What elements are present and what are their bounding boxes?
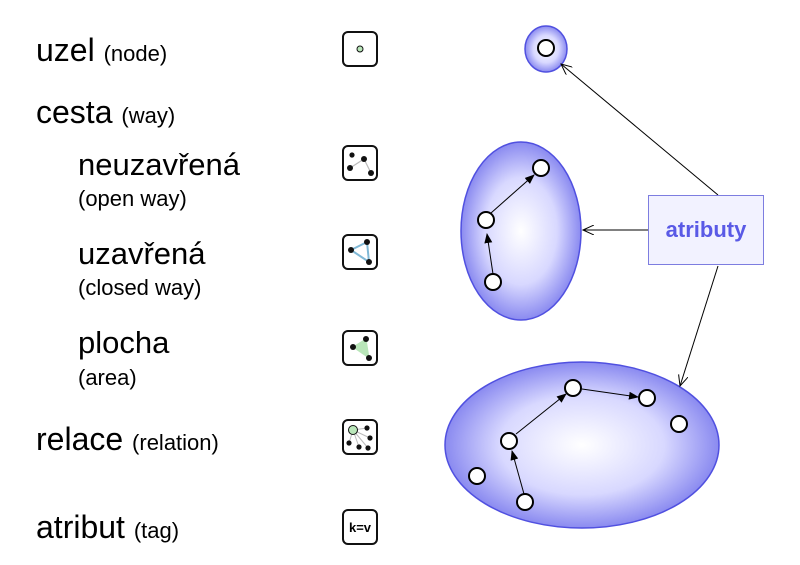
way-node — [477, 211, 495, 229]
legend-tag-term: atribut — [36, 509, 125, 545]
open-way-icon — [342, 145, 378, 181]
relation-member-node — [638, 389, 656, 407]
legend-tag-gloss: (tag) — [133, 518, 180, 543]
attributes-box: atributy — [648, 195, 764, 265]
legend-area-gloss: (area) — [78, 365, 137, 390]
way-segment — [484, 233, 494, 275]
way-ellipse — [460, 141, 582, 321]
way-group — [460, 141, 582, 321]
way-segment — [490, 174, 535, 214]
legend-closed-way-gloss: (closed way) — [78, 275, 202, 300]
legend-open-way-term: neuzavřená — [78, 147, 241, 182]
relation-group — [444, 361, 720, 529]
tag-icon-text: k=v — [348, 519, 372, 535]
relation-segment — [515, 393, 567, 435]
legend-way-term: cesta — [36, 94, 113, 130]
relation-member-node — [516, 493, 534, 511]
relation-member-node — [500, 432, 518, 450]
relation-icon — [342, 419, 378, 455]
legend-node: uzel (node) — [36, 34, 167, 66]
attribute-arrow-node — [561, 64, 719, 196]
relation-member-node — [670, 415, 688, 433]
relation-segment — [510, 450, 525, 495]
legend-relation: relace (relation) — [36, 423, 219, 455]
relation-member-node — [468, 467, 486, 485]
legend-area-term: plocha — [78, 325, 170, 360]
legend-node-gloss: (node) — [103, 41, 168, 66]
legend-open-way-gloss: (open way) — [78, 186, 187, 211]
legend-way: cesta (way) — [36, 96, 175, 128]
legend-closed-way-term: uzavřená — [78, 236, 206, 271]
closed-way-icon — [342, 234, 378, 270]
node-point — [537, 39, 555, 57]
relation-member-node — [564, 379, 582, 397]
attribute-arrow-relation — [680, 265, 719, 386]
relation-ellipse — [444, 361, 720, 529]
legend-relation-term: relace — [36, 421, 124, 457]
legend-tag: atribut (tag) — [36, 511, 179, 543]
node-icon — [342, 31, 378, 67]
legend-relation-gloss: (relation) — [132, 430, 219, 455]
attributes-label: atributy — [665, 217, 747, 242]
node-group — [524, 25, 568, 73]
tag-icon: k=v — [342, 509, 378, 545]
relation-segment — [581, 388, 639, 400]
way-node — [484, 273, 502, 291]
legend-way-gloss: (way) — [121, 103, 176, 128]
legend-node-term: uzel — [36, 32, 95, 68]
way-node — [532, 159, 550, 177]
area-icon — [342, 330, 378, 366]
